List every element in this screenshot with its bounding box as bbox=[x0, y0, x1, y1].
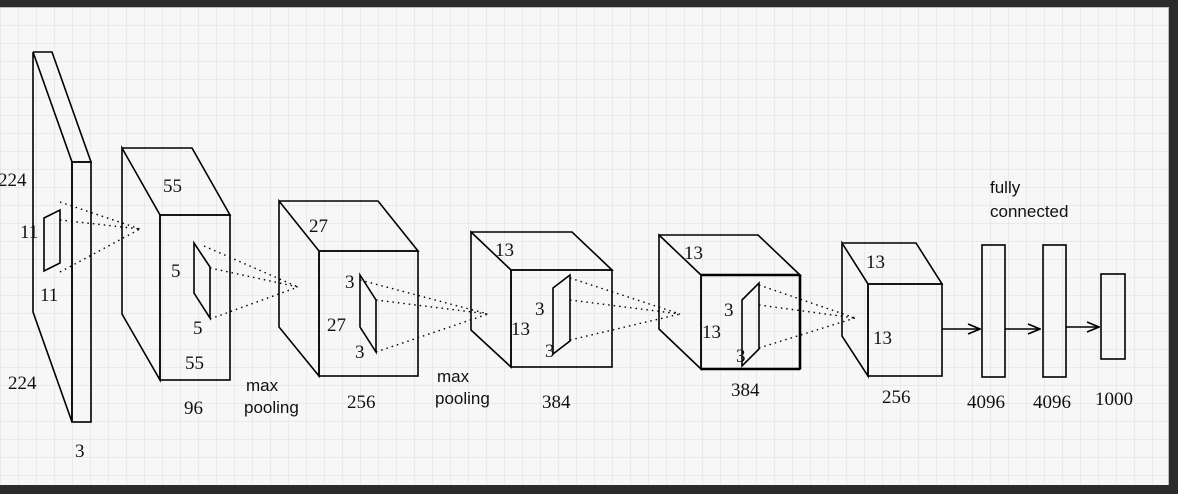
projection-conv4-to-conv5 bbox=[758, 284, 856, 349]
conv1-kernel bbox=[193, 240, 211, 321]
conv4-kernel bbox=[741, 281, 760, 368]
kernel5-b-label: 3 bbox=[736, 346, 746, 367]
fc-title-line1: fully bbox=[990, 178, 1021, 197]
kernel2-a-label: 5 bbox=[171, 261, 181, 282]
projection-conv1-to-conv2 bbox=[203, 245, 299, 320]
fc-title-line2: connected bbox=[990, 202, 1068, 221]
input-depth-label: 3 bbox=[75, 441, 85, 462]
kernel1-height-label: 11 bbox=[20, 222, 38, 243]
conv1-block bbox=[121, 144, 232, 383]
input-height-label: 224 bbox=[0, 170, 27, 191]
conv5-depth-label: 256 bbox=[882, 387, 911, 408]
conv1-side-label: 55 bbox=[185, 353, 204, 374]
input-width-label: 224 bbox=[8, 373, 37, 394]
conv5-block bbox=[841, 240, 944, 379]
conv3-depth-label: 384 bbox=[542, 392, 571, 413]
conv2-depth-label: 256 bbox=[347, 392, 376, 413]
kernel5-a-label: 3 bbox=[724, 300, 734, 321]
pool2-label-line1: max bbox=[437, 367, 470, 386]
fc3-bar bbox=[1100, 273, 1126, 360]
projection-conv2-to-conv3 bbox=[359, 279, 489, 353]
conv1-depth-label: 96 bbox=[184, 398, 203, 419]
kernel4-a-label: 3 bbox=[535, 299, 545, 320]
conv3-top-label: 13 bbox=[495, 240, 514, 261]
conv2-top-label: 27 bbox=[309, 216, 328, 237]
pool2-label-line2: pooling bbox=[435, 389, 490, 408]
fc1-label: 4096 bbox=[967, 392, 1005, 413]
kernel1-width-label: 11 bbox=[40, 285, 58, 306]
input-layer bbox=[32, 51, 93, 423]
projection-input-to-conv1 bbox=[59, 201, 141, 273]
conv4-top-label: 13 bbox=[684, 243, 703, 264]
conv4-block bbox=[658, 233, 802, 371]
fc1-bar bbox=[981, 244, 1006, 378]
conv3-side-label: 13 bbox=[511, 319, 530, 340]
conv4-side-label: 13 bbox=[702, 322, 721, 343]
conv5-side-label: 13 bbox=[873, 328, 892, 349]
conv3-kernel bbox=[552, 273, 571, 356]
conv4-depth-label: 384 bbox=[731, 380, 760, 401]
kernel4-b-label: 3 bbox=[545, 341, 555, 362]
input-kernel bbox=[43, 208, 61, 273]
fc2-label: 4096 bbox=[1033, 392, 1071, 413]
grid-background bbox=[0, 7, 1168, 485]
pool1-label-line1: max bbox=[246, 376, 279, 395]
projection-conv3-to-conv4 bbox=[569, 277, 681, 341]
fc2-bar bbox=[1042, 244, 1067, 378]
kernel2-b-label: 5 bbox=[193, 318, 203, 339]
conv2-side-label: 27 bbox=[327, 315, 346, 336]
fc3-label: 1000 bbox=[1095, 389, 1133, 410]
conv1-top-label: 55 bbox=[163, 176, 182, 197]
pool1-label-line2: pooling bbox=[244, 398, 299, 417]
kernel3-a-label: 3 bbox=[345, 272, 355, 293]
conv2-block bbox=[278, 198, 420, 379]
conv3-block bbox=[470, 230, 615, 369]
conv5-top-label: 13 bbox=[866, 252, 885, 273]
kernel3-b-label: 3 bbox=[355, 342, 365, 363]
